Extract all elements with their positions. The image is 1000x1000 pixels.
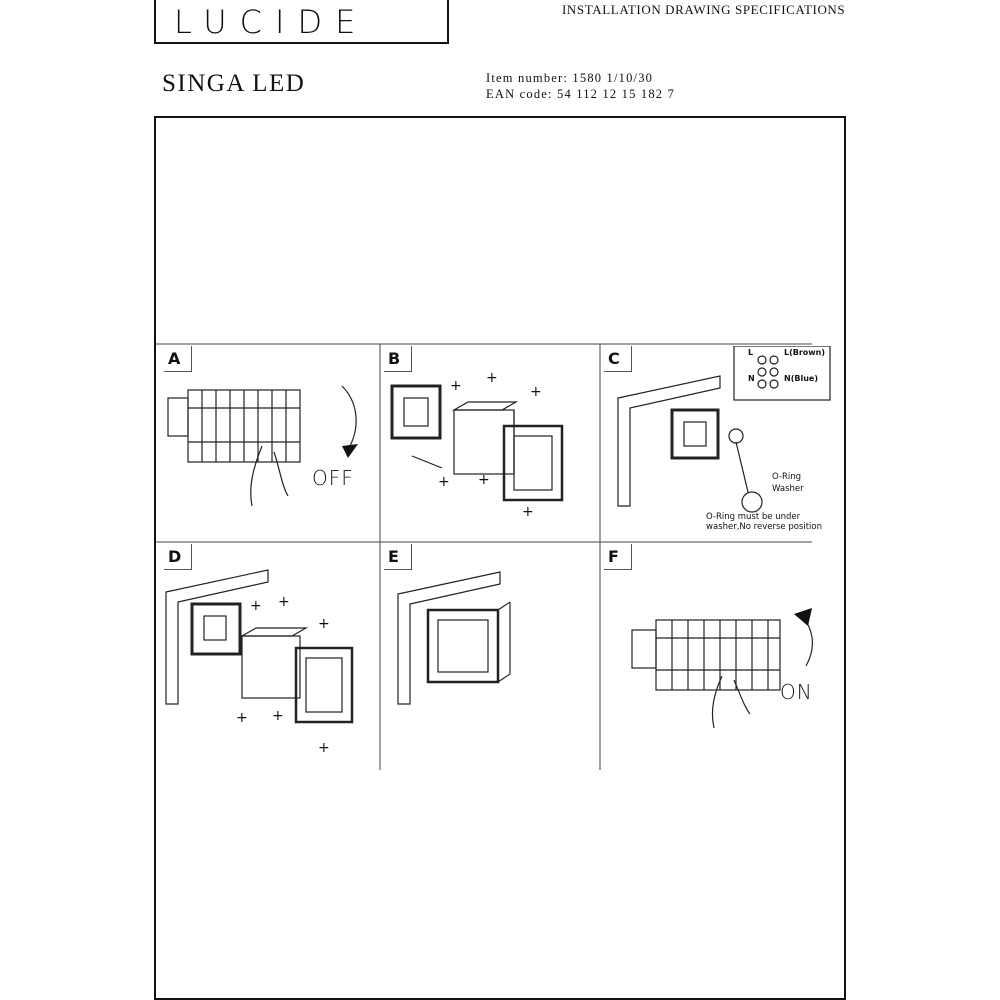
step-e-panel: E: [382, 544, 600, 740]
terminal-l-label: L: [748, 348, 754, 357]
breaker-off-illustration: [167, 385, 358, 507]
step-c-label: C: [604, 346, 632, 372]
svg-text:+: +: [250, 598, 262, 614]
svg-text:+: +: [522, 504, 534, 520]
svg-text:+: +: [272, 708, 284, 724]
step-e-label: E: [384, 544, 412, 570]
washer-label: Washer: [772, 484, 804, 494]
svg-text:+: +: [278, 594, 290, 610]
svg-text:+: +: [486, 370, 498, 386]
exploded-assembly-illustration: + + + + + +: [390, 370, 564, 520]
on-caption: ON: [780, 680, 813, 704]
oring-note-2: washer,No reverse position: [706, 522, 822, 532]
installed-fixture-illustration: [397, 571, 511, 705]
item-number: Item number: 1580 1/10/30: [486, 71, 654, 85]
brand-logo: LUCIDE: [154, 0, 449, 44]
step-d-label: D: [164, 544, 192, 570]
off-caption: OFF: [312, 466, 354, 490]
step-a-panel: A OFF: [162, 346, 380, 542]
svg-text:+: +: [236, 710, 248, 726]
brown-wire-label: L(Brown): [784, 348, 826, 357]
breaker-on-illustration: [631, 608, 813, 729]
svg-text:+: +: [318, 740, 330, 756]
mounting-illustration: + + + + + +: [165, 569, 354, 756]
brand-name: LUCIDE: [174, 3, 369, 41]
blue-wire-label: N(Blue): [784, 374, 818, 383]
document-type: INSTALLATION DRAWING SPECIFICATIONS: [562, 2, 846, 17]
ean-code: EAN code: 54 112 12 15 182 7: [486, 87, 676, 101]
drawing-frame: A OFF B: [154, 116, 846, 1000]
svg-text:+: +: [450, 378, 462, 394]
oring-note-1: O-Ring must be under: [706, 512, 801, 522]
step-b-label: B: [384, 346, 412, 372]
terminal-n-label: N: [748, 374, 755, 383]
step-c-panel: C L N L(Brown) N(Blue) O-Ring Washer O-R…: [602, 346, 831, 542]
wiring-illustration: [617, 346, 831, 513]
oring-label: O-Ring: [772, 472, 802, 482]
svg-text:+: +: [478, 472, 490, 488]
step-f-panel: F ON: [602, 544, 820, 740]
svg-text:+: +: [318, 616, 330, 632]
svg-text:+: +: [530, 384, 542, 400]
step-f-label: F: [604, 544, 632, 570]
product-meta: Item number: 1580 1/10/30 EAN code: 54 1…: [486, 70, 675, 102]
panel-grid: [156, 343, 812, 770]
step-b-panel: B + + + + + +: [382, 346, 600, 542]
step-d-panel: D + + + + + +: [162, 544, 380, 756]
step-a-label: A: [164, 346, 192, 372]
svg-text:+: +: [438, 474, 450, 490]
product-name: SINGA LED: [162, 70, 306, 97]
